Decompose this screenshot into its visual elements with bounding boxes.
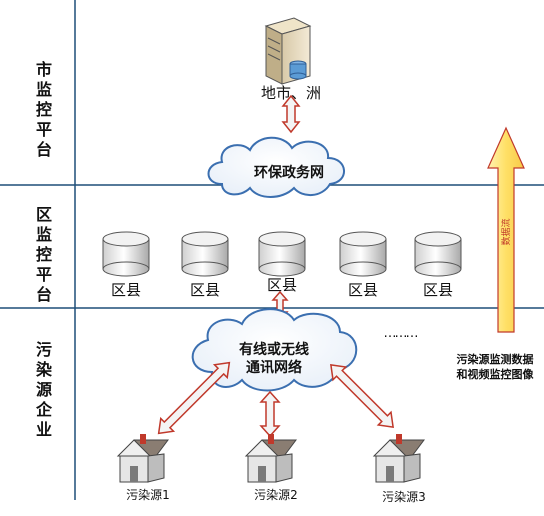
comm-network-label: 有线或无线 通讯网络 — [216, 341, 332, 377]
database-icon — [181, 231, 229, 277]
district-label: 区县 — [110, 281, 141, 299]
source-label: 污染源2 — [254, 488, 298, 502]
source-label: 污染源1 — [126, 488, 170, 502]
district-database-icons — [102, 231, 462, 277]
city-server-label: 地市、洲 — [260, 84, 321, 102]
data-flow-arrow-label: 数据流 — [500, 218, 512, 245]
district-label: 区县 — [189, 281, 220, 299]
arrow-server-to-gov-network — [281, 94, 301, 134]
house-icon — [372, 434, 425, 483]
data-flow-caption: 污染源监测数据 和视频监控图像 — [446, 352, 544, 382]
arrow-comm-network-to-source2 — [259, 390, 281, 438]
database-icon — [414, 231, 462, 277]
database-icon — [339, 231, 387, 277]
data-flow-arrow — [487, 126, 525, 333]
district-label: 区县 — [347, 281, 378, 299]
data-flow-caption-line1: 污染源监测数据 — [456, 353, 534, 366]
comm-network-label-line2: 通讯网络 — [246, 360, 302, 376]
cloud-icon — [207, 136, 345, 198]
database-icon — [102, 231, 150, 277]
more-districts-ellipsis: ……… — [383, 326, 419, 341]
district-label: 区县 — [266, 276, 297, 294]
arrow-comm-network-to-source3 — [330, 364, 394, 428]
tier-label-district: 区监控平台 — [35, 205, 52, 304]
house-icon — [116, 434, 169, 483]
data-flow-caption-line2: 和视频监控图像 — [456, 368, 534, 381]
tier-label-enterprise: 污染源企业 — [35, 340, 52, 439]
source-label: 污染源3 — [382, 490, 426, 504]
gov-network-label: 环保政务网 — [254, 165, 324, 181]
cloud-icon — [191, 308, 358, 392]
arrow-comm-network-to-source1 — [157, 361, 231, 435]
comm-network-label-line1: 有线或无线 — [239, 342, 309, 358]
server-icon — [264, 17, 312, 85]
tier-label-city: 市监控平台 — [35, 60, 52, 159]
database-icon — [258, 231, 306, 277]
district-label: 区县 — [422, 281, 453, 299]
house-icon — [244, 434, 297, 483]
